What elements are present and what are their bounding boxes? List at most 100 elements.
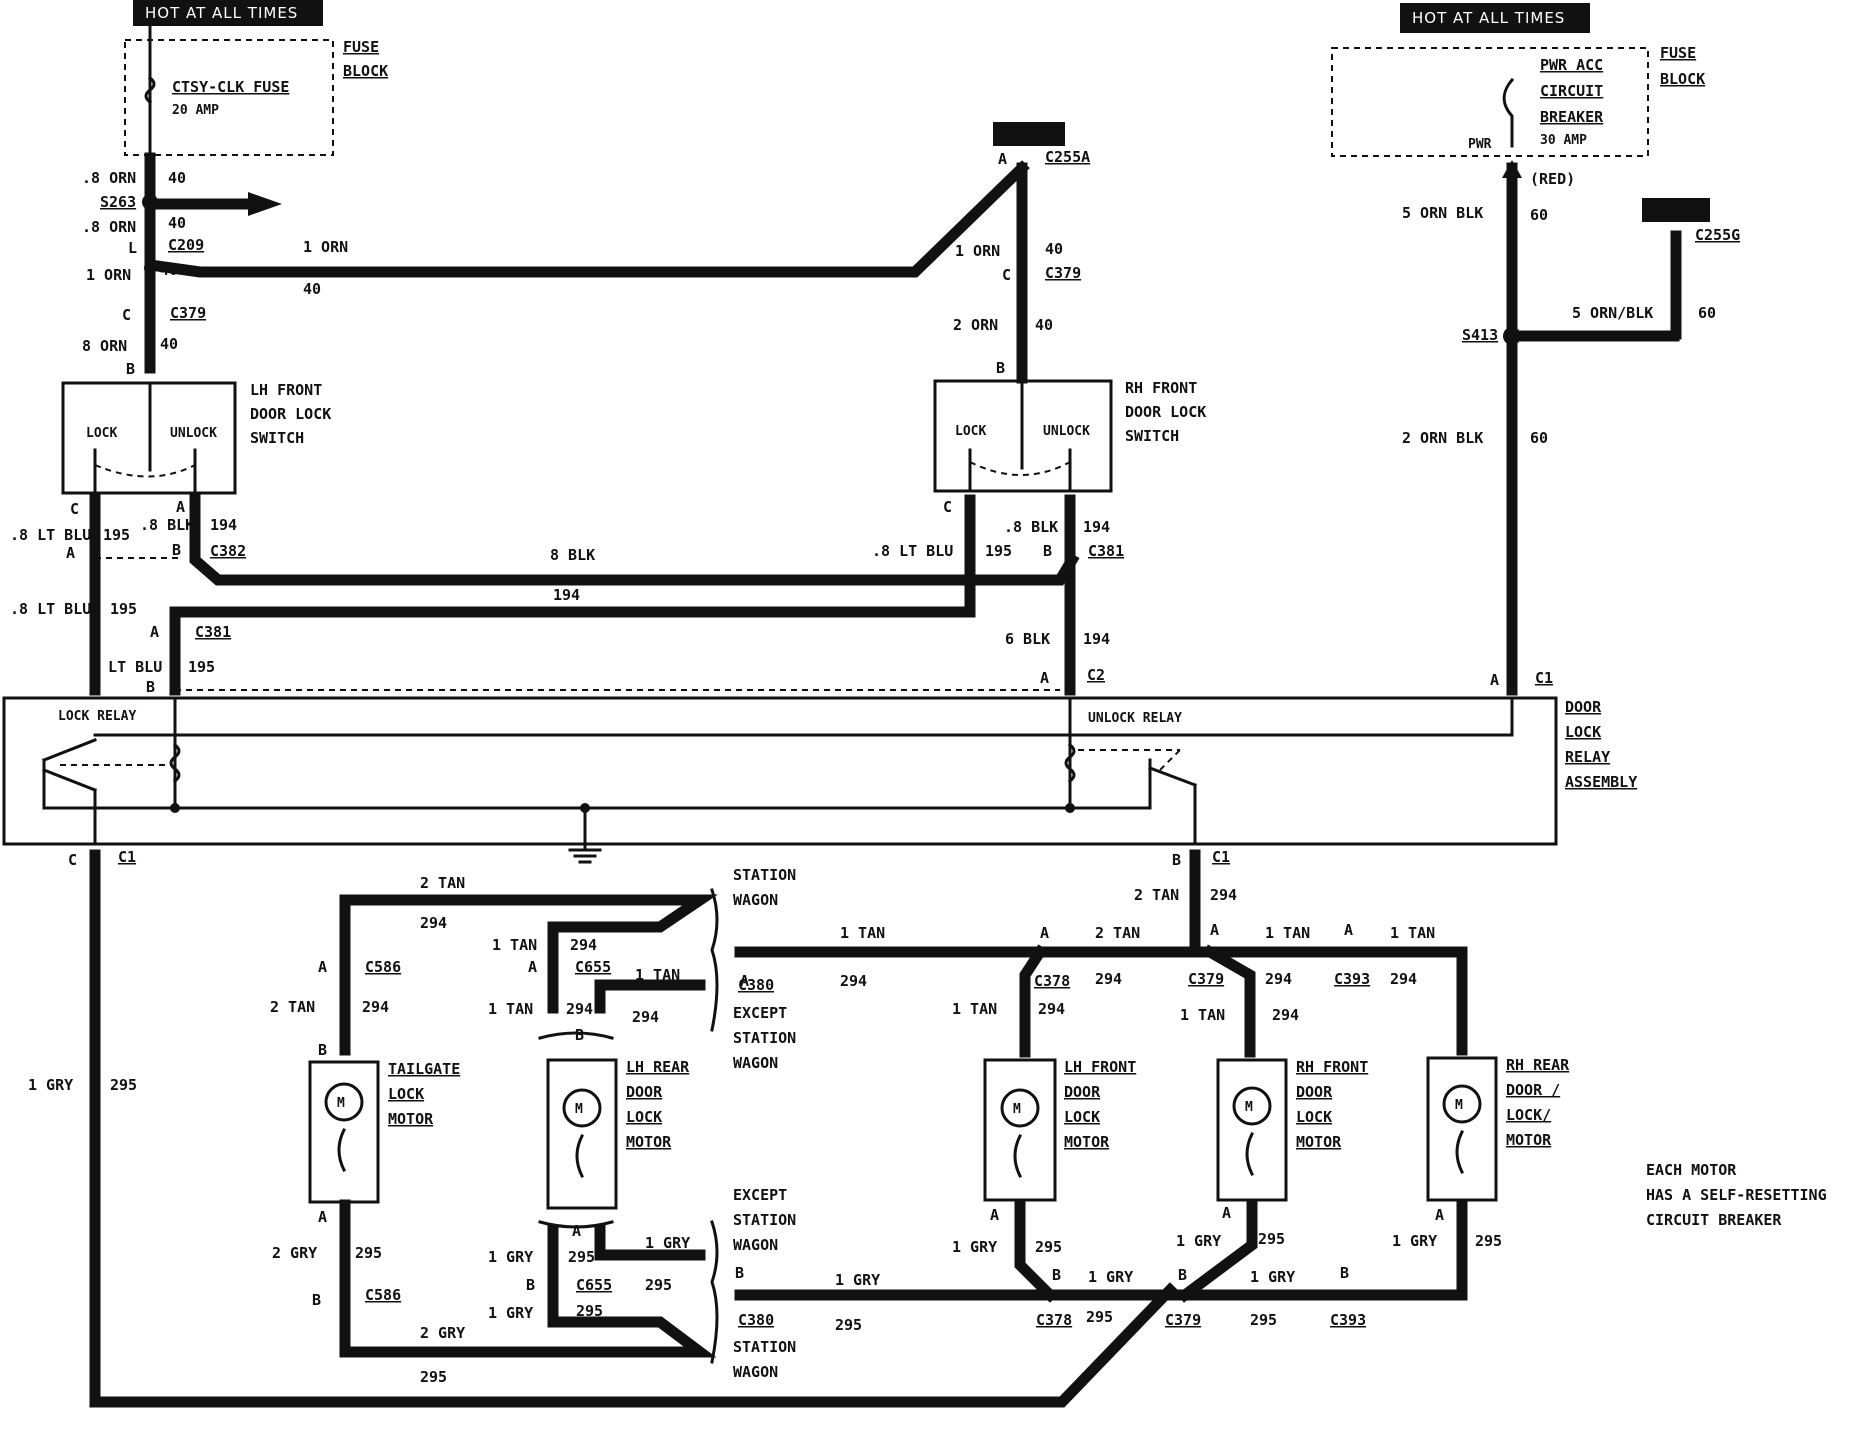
circuit-label: 194 [553, 586, 580, 604]
component-label: MOTOR [1296, 1133, 1342, 1151]
svg-text:M: M [575, 1102, 583, 1117]
component-label: LOCK [388, 1085, 424, 1103]
circuit-label: 295 [1258, 1230, 1285, 1248]
circuit-label: 195 [103, 526, 130, 544]
connector-label: C379 [1165, 1311, 1201, 1329]
pin-label: A [528, 958, 537, 976]
pin-label: B [526, 1276, 535, 1294]
pin-label: B [1340, 1264, 1349, 1282]
footnote: EACH MOTOR [1646, 1161, 1737, 1179]
pin-label: A [740, 972, 749, 990]
circuit-label: 40 [160, 335, 178, 353]
connector-label: C381 [195, 623, 231, 641]
circuit-label: 194 [1083, 518, 1110, 536]
wire-label: 1 GRY [1250, 1268, 1295, 1286]
pin-label: A [990, 1206, 999, 1224]
circuit-label: 295 [420, 1368, 447, 1386]
hot-banner-right: HOT AT ALL TIMES [1400, 3, 1590, 33]
svg-text:M: M [1455, 1098, 1463, 1113]
component-label: RH FRONT [1125, 379, 1197, 397]
note-label: STATION [733, 1029, 796, 1047]
splice-s263 [142, 194, 158, 210]
component-label: DOOR [1565, 698, 1602, 716]
circuit-label: 40 [303, 280, 321, 298]
component-label: DOOR [1064, 1083, 1101, 1101]
connector-label: C1 [1212, 848, 1230, 866]
note-label: STATION [733, 1211, 796, 1229]
component-label: MOTOR [1506, 1131, 1552, 1149]
note-label: STATION [733, 1338, 796, 1356]
note-brace [710, 888, 719, 1032]
circuit-label: 40 [1035, 316, 1053, 334]
pin-label: A [998, 150, 1007, 168]
switch-unlock-label: UNLOCK [170, 426, 217, 441]
pin-label: A [150, 623, 159, 641]
component-label: DOOR LOCK [250, 405, 331, 423]
connector-label: C255A [1045, 148, 1090, 166]
breaker-name: CIRCUIT [1540, 82, 1603, 100]
circuit-label: 40 [168, 214, 186, 232]
wire-label: .8 ORN [82, 169, 136, 187]
circuit-label: 60 [1530, 206, 1548, 224]
rh-rear-door-lock-motor: M RH REAR DOOR / LOCK/ MOTOR [1426, 1056, 1570, 1202]
wire-label: 1 TAN [840, 924, 885, 942]
lock-relay-coil-icon [169, 742, 181, 784]
pin-label: A [176, 498, 185, 516]
fuse-block-label: FUSE [1660, 44, 1696, 62]
circuit-label: 294 [420, 914, 447, 932]
circuit-label: 294 [1038, 1000, 1065, 1018]
circuit-label: 60 [1530, 429, 1548, 447]
component-label: SWITCH [250, 429, 304, 447]
connector-label: C586 [365, 1286, 401, 1304]
wire-label: 1 GRY [488, 1248, 533, 1266]
circuit-label: 295 [1475, 1232, 1502, 1250]
unlock-relay-coil-icon [1064, 742, 1076, 784]
circuit-label: 194 [210, 516, 237, 534]
wire-label: 8 LT BLU [90, 658, 162, 676]
pin-label: A [1040, 924, 1049, 942]
component-label: SWITCH [1125, 427, 1179, 445]
wire-label: 1 TAN [1180, 1006, 1225, 1024]
pin-label: A [572, 1222, 581, 1240]
circuit-label: 40 [168, 169, 186, 187]
wire-label: 6 BLK [1005, 630, 1050, 648]
wire-label: 2 TAN [1095, 924, 1140, 942]
component-label: TAILGATE [388, 1060, 460, 1078]
component-label: RH REAR [1506, 1056, 1570, 1074]
circuit-label: 294 [362, 998, 389, 1016]
wire-label: 8 ORN [82, 337, 127, 355]
component-label: LH FRONT [1064, 1058, 1136, 1076]
circuit-label: 294 [1390, 970, 1417, 988]
power-source-block [993, 122, 1065, 146]
note-label: WAGON [733, 891, 778, 909]
circuit-label: 294 [566, 1000, 593, 1018]
component-label: DOOR LOCK [1125, 403, 1206, 421]
pin-label: A [1210, 921, 1219, 939]
note-label: WAGON [733, 1363, 778, 1381]
connector-label: C393 [1330, 1311, 1366, 1329]
wire-label: 2 TAN [270, 998, 315, 1016]
circuit-label: 295 [1250, 1311, 1277, 1329]
wire-label: .8 LT BLU [10, 600, 91, 618]
connector-label: C655 [575, 958, 611, 976]
connector-label: C209 [168, 236, 204, 254]
pin-label: L [128, 239, 137, 257]
wire-label: 1 TAN [635, 966, 680, 984]
pin-label: B [1172, 851, 1181, 869]
pin-label: C [70, 500, 79, 518]
wire-label: 2 ORN [953, 316, 998, 334]
breaker-name: PWR ACC [1540, 56, 1603, 74]
pin-label: A [1222, 1204, 1231, 1222]
pin-label: B [126, 360, 135, 378]
wire-label: 2 GRY [420, 1324, 465, 1342]
component-label: ASSEMBLY [1565, 773, 1637, 791]
wire-label: .8 LT BLU [872, 542, 953, 560]
pin-label: C [943, 498, 952, 516]
wire-label: 1 GRY [835, 1271, 880, 1289]
circuit-label: 295 [1086, 1308, 1113, 1326]
component-label: MOTOR [1064, 1133, 1110, 1151]
pin-label: A [1040, 669, 1049, 687]
circuit-label: 295 [835, 1316, 862, 1334]
pin-label: B [575, 1026, 584, 1044]
circuit-label: 294 [1210, 886, 1237, 904]
